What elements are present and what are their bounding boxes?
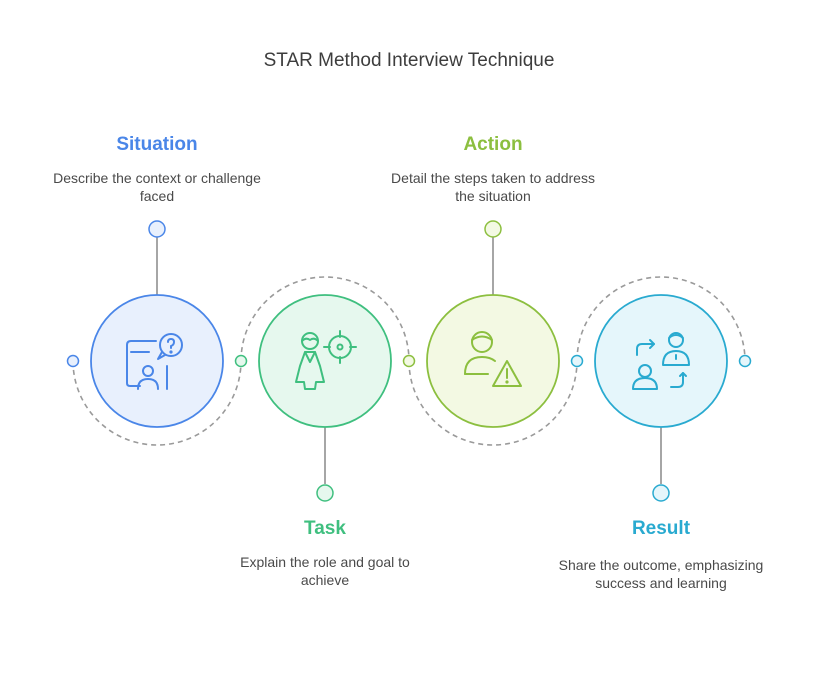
result-description: Share the outcome, emphasizing success a… — [558, 557, 764, 591]
dashed-connector-task — [240, 276, 410, 362]
task-heading: Task — [304, 518, 346, 539]
junction-dot — [738, 354, 752, 368]
result-stem-dot — [652, 484, 670, 502]
person-crosshair-target-icon — [295, 330, 357, 390]
situation-stem-dot — [148, 220, 166, 238]
situation-description: Describe the context or challenge faced — [53, 170, 261, 204]
smartphone-question-person-icon — [126, 333, 183, 390]
action-description: Detail the steps taken to address the si… — [391, 170, 595, 204]
situation-circle — [90, 294, 224, 428]
diagram-title: STAR Method Interview Technique — [263, 50, 555, 71]
dashed-connector-action — [408, 360, 578, 446]
result-circle — [594, 294, 728, 428]
task-stem-dot — [316, 484, 334, 502]
situation-heading: Situation — [116, 134, 198, 155]
action-circle — [426, 294, 560, 428]
action-stem-dot — [484, 220, 502, 238]
junction-dot — [402, 354, 416, 368]
junction-dot — [66, 354, 80, 368]
people-exchange-arrows-icon — [632, 332, 690, 390]
task-circle — [258, 294, 392, 428]
task-description: Explain the role and goal to achieve — [240, 554, 410, 588]
result-heading: Result — [631, 518, 691, 539]
junction-dot — [234, 354, 248, 368]
junction-dot — [570, 354, 584, 368]
action-heading: Action — [463, 134, 523, 155]
dashed-connector-situation — [72, 360, 242, 446]
dashed-connector-result — [576, 276, 746, 362]
person-warning-icon — [464, 331, 522, 387]
